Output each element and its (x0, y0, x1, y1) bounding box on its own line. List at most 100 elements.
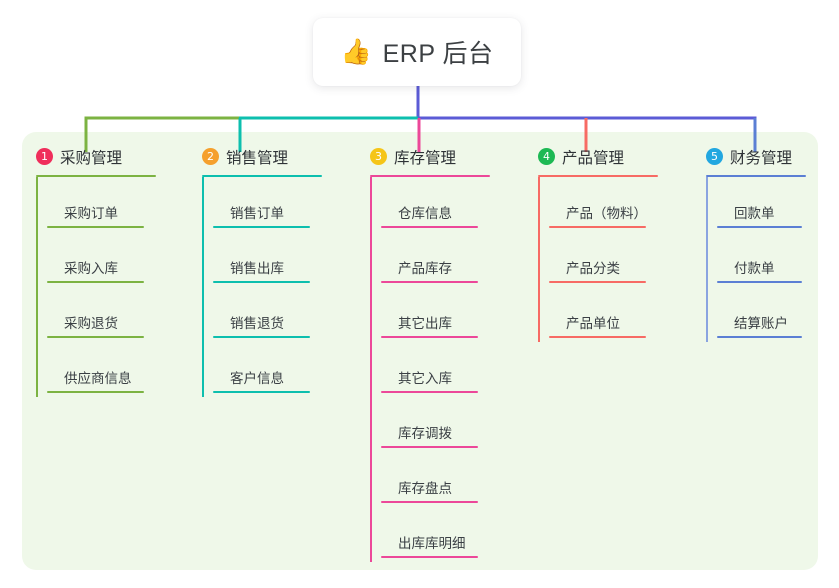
diagram-panel (22, 132, 818, 570)
branch-header-rule (370, 175, 490, 177)
branch-item[interactable]: 回款单 (717, 177, 818, 232)
branch-item-label: 采购入库 (64, 261, 118, 276)
branch-item-rule (213, 281, 310, 283)
root-node-title: ERP 后台 (382, 40, 494, 68)
branch-item[interactable]: 其它出库 (381, 287, 526, 342)
branch-stem (370, 177, 372, 562)
branch-item-rule (381, 501, 478, 503)
branch-item[interactable]: 销售出库 (213, 232, 358, 287)
branch-column-1: 1 采购管理采购订单采购入库采购退货供应商信息 (22, 132, 190, 570)
branch-stem (706, 177, 708, 342)
branch-item[interactable]: 其它入库 (381, 342, 526, 397)
branch-item-rule (381, 556, 478, 558)
branch-item-rule (47, 391, 144, 393)
branch-item[interactable]: 产品库存 (381, 232, 526, 287)
branch-item-label: 回款单 (734, 206, 775, 221)
branch-item-label: 其它入库 (398, 371, 452, 386)
branch-item-rule (213, 336, 310, 338)
branch-item-label: 其它出库 (398, 316, 452, 331)
branch-item-label: 销售出库 (230, 261, 284, 276)
branch-item[interactable]: 付款单 (717, 232, 818, 287)
branch-item-rule (213, 391, 310, 393)
branch-header-rule (36, 175, 156, 177)
branch-item-label: 销售订单 (230, 206, 284, 221)
branch-title: 采购管理 (60, 149, 123, 167)
thumbs-up-icon: 👍 (340, 37, 372, 66)
branch-item-rule (381, 336, 478, 338)
branch-header-5[interactable]: 5 财务管理 (706, 132, 818, 172)
branch-item[interactable]: 销售退货 (213, 287, 358, 342)
branch-item-rule (381, 391, 478, 393)
branch-column-2: 2 销售管理销售订单销售出库销售退货客户信息 (190, 132, 358, 570)
branch-columns: 1 采购管理采购订单采购入库采购退货供应商信息 2 销售管理销售订单销售出库销售退货客… (22, 132, 818, 570)
branch-item-rule (47, 336, 144, 338)
branch-item-list: 采购订单采购入库采购退货供应商信息 (36, 177, 190, 397)
branch-column-4: 4 产品管理产品（物料） 产品分类产品单位 (526, 132, 694, 570)
branch-item[interactable]: 产品分类 (549, 232, 694, 287)
branch-header-4[interactable]: 4 产品管理 (538, 132, 694, 172)
branch-number-badge: 3 (370, 148, 387, 165)
branch-title: 产品管理 (562, 149, 625, 167)
branch-item-label: 库存调拨 (398, 426, 452, 441)
branch-number-badge: 1 (36, 148, 53, 165)
branch-stem (202, 177, 204, 397)
branch-item-label: 产品（物料） (566, 206, 647, 221)
branch-column-3: 3 库存管理仓库信息产品库存其它出库其它入库库存调拨库存盘点出库库明细 (358, 132, 526, 570)
branch-item-label: 采购退货 (64, 316, 118, 331)
branch-item-list: 回款单付款单结算账户 (706, 177, 818, 342)
root-node[interactable]: 👍 ERP 后台 (313, 18, 521, 86)
branch-header-1[interactable]: 1 采购管理 (36, 132, 190, 172)
branch-item-label: 库存盘点 (398, 481, 452, 496)
branch-title: 库存管理 (394, 149, 457, 167)
branch-item-rule (717, 336, 802, 338)
branch-item-label: 采购订单 (64, 206, 118, 221)
branch-item-rule (381, 446, 478, 448)
branch-item-rule (381, 226, 478, 228)
branch-item-list: 产品（物料） 产品分类产品单位 (538, 177, 694, 342)
branch-item[interactable]: 采购退货 (47, 287, 190, 342)
branch-column-5: 5 财务管理回款单付款单结算账户 (694, 132, 818, 570)
branch-item-label: 出库库明细 (398, 536, 466, 551)
branch-title: 财务管理 (730, 149, 793, 167)
branch-header-2[interactable]: 2 销售管理 (202, 132, 358, 172)
branch-header-rule (538, 175, 658, 177)
branch-item-rule (717, 226, 802, 228)
branch-item-label: 销售退货 (230, 316, 284, 331)
branch-item[interactable]: 结算账户 (717, 287, 818, 342)
branch-item[interactable]: 出库库明细 (381, 507, 526, 562)
branch-item[interactable]: 销售订单 (213, 177, 358, 232)
branch-item[interactable]: 供应商信息 (47, 342, 190, 397)
branch-header-rule (202, 175, 322, 177)
branch-stem (538, 177, 540, 342)
branch-item-label: 产品单位 (566, 316, 620, 331)
branch-item[interactable]: 库存调拨 (381, 397, 526, 452)
branch-item-label: 结算账户 (734, 316, 788, 331)
branch-item[interactable]: 采购订单 (47, 177, 190, 232)
branch-item[interactable]: 产品（物料） (549, 177, 694, 232)
branch-item[interactable]: 客户信息 (213, 342, 358, 397)
branch-item-list: 销售订单销售出库销售退货客户信息 (202, 177, 358, 397)
branch-header-rule (706, 175, 806, 177)
branch-item-label: 付款单 (734, 261, 775, 276)
branch-item[interactable]: 产品单位 (549, 287, 694, 342)
branch-item-rule (47, 226, 144, 228)
branch-item[interactable]: 库存盘点 (381, 452, 526, 507)
branch-item[interactable]: 采购入库 (47, 232, 190, 287)
branch-number-badge: 4 (538, 148, 555, 165)
branch-item-rule (381, 281, 478, 283)
branch-item-rule (549, 226, 646, 228)
branch-stem (36, 177, 38, 397)
branch-item[interactable]: 仓库信息 (381, 177, 526, 232)
branch-header-3[interactable]: 3 库存管理 (370, 132, 526, 172)
branch-item-label: 供应商信息 (64, 371, 132, 386)
branch-number-badge: 5 (706, 148, 723, 165)
branch-item-label: 产品分类 (566, 261, 620, 276)
branch-title: 销售管理 (226, 149, 289, 167)
branch-item-rule (717, 281, 802, 283)
branch-item-rule (549, 336, 646, 338)
branch-item-rule (549, 281, 646, 283)
branch-number-badge: 2 (202, 148, 219, 165)
branch-item-label: 仓库信息 (398, 206, 452, 221)
branch-item-label: 产品库存 (398, 261, 452, 276)
branch-item-label: 客户信息 (230, 371, 284, 386)
